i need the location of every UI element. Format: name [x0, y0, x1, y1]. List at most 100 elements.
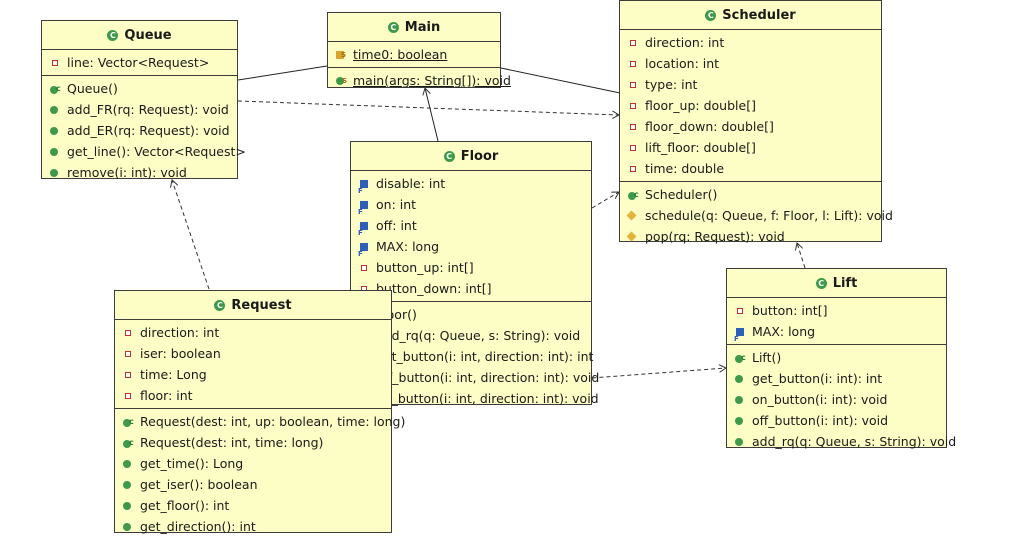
attribute-row: iser: boolean — [115, 343, 391, 364]
attribute-text: MAX: long — [376, 239, 440, 254]
static-method-icon — [334, 71, 348, 92]
final-field-icon — [357, 177, 371, 202]
method-text: Scheduler() — [645, 187, 718, 202]
attribute-row: time0: boolean — [328, 44, 500, 66]
method-text: Lift() — [752, 350, 782, 365]
method-row: Queue() — [42, 78, 237, 99]
method-row: on_button(i: int): void — [727, 389, 946, 410]
attribute-text: direction: int — [140, 325, 220, 340]
attribute-row: button_up: int[] — [351, 257, 591, 278]
private-field-icon — [626, 99, 640, 113]
attribute-text: off: int — [376, 218, 417, 233]
class-queue-header: C Queue — [42, 21, 237, 50]
method-row: add_rq(q: Queue, s: String): void — [351, 325, 591, 346]
constructor-icon — [121, 411, 135, 432]
public-method-icon — [733, 435, 747, 449]
public-method-icon — [121, 520, 135, 534]
method-text: off_button(i: int, direction: int): void — [376, 370, 600, 385]
public-method-icon — [48, 145, 62, 159]
private-field-icon — [121, 347, 135, 361]
final-field-icon — [733, 325, 747, 350]
private-field-icon — [626, 141, 640, 155]
static-field-icon — [334, 45, 348, 66]
attribute-text: floor: int — [140, 388, 193, 403]
attribute-text: lift_floor: double[] — [645, 140, 756, 155]
method-text: schedule(q: Queue, f: Floor, l: Lift): v… — [645, 208, 893, 223]
method-row: pop(rq: Request): void — [620, 226, 881, 247]
class-icon: C — [107, 29, 119, 41]
attribute-text: line: Vector<Request> — [67, 55, 210, 70]
class-request[interactable]: C Request direction: int iser: boolean t… — [114, 290, 405, 534]
attribute-row: floor_down: double[] — [620, 116, 881, 137]
class-floor-attributes: disable: int on: int off: int MAX: long … — [351, 171, 591, 302]
class-floor-name: Floor — [460, 148, 499, 164]
private-field-icon — [48, 56, 62, 70]
assoc-floor-main — [425, 88, 439, 142]
private-field-icon — [733, 304, 747, 318]
method-text: get_time(): Long — [140, 456, 244, 471]
private-field-icon — [626, 57, 640, 71]
class-request-methods: Request(dest: int, up: boolean, time: lo… — [115, 409, 405, 539]
attribute-text: type: int — [645, 77, 698, 92]
method-text: get_line(): Vector<Request> — [67, 144, 246, 159]
attribute-text: time: double — [645, 161, 725, 176]
attribute-row: time: Long — [115, 364, 391, 385]
attribute-row: location: int — [620, 53, 881, 74]
method-row: get_line(): Vector<Request> — [42, 141, 246, 162]
class-lift[interactable]: C Lift button: int[] MAX: long Lift() ge… — [726, 268, 956, 449]
attribute-text: button_down: int[] — [376, 281, 492, 296]
public-method-icon — [48, 166, 62, 180]
method-text: on_button(i: int, direction: int): void — [376, 391, 599, 406]
attribute-text: direction: int — [645, 35, 725, 50]
method-text: get_button(i: int): int — [752, 371, 883, 386]
class-lift-methods: Lift() get_button(i: int): int on_button… — [727, 345, 956, 454]
method-row: main(args: String[]): void — [328, 70, 511, 92]
attribute-text: time: Long — [140, 367, 207, 382]
method-row: get_button(i: int): int — [727, 368, 946, 389]
method-text: off_button(i: int): void — [752, 413, 889, 428]
class-icon: C — [443, 150, 455, 162]
class-floor[interactable]: C Floor disable: int on: int off: int MA… — [350, 141, 599, 406]
public-method-icon — [733, 414, 747, 428]
private-field-icon — [626, 120, 640, 134]
attribute-row: type: int — [620, 74, 881, 95]
assoc-queue-main — [237, 65, 328, 81]
method-text: add_FR(rq: Request): void — [67, 102, 229, 117]
public-method-icon — [733, 372, 747, 386]
public-method-icon — [121, 478, 135, 492]
method-text: get_floor(): int — [140, 498, 230, 513]
attribute-text: time0: boolean — [353, 47, 448, 62]
dep-request-queue — [172, 180, 210, 290]
attribute-row: MAX: long — [351, 236, 591, 265]
class-lift-attributes: button: int[] MAX: long — [727, 298, 946, 350]
protected-method-icon — [626, 230, 640, 244]
final-field-icon — [357, 240, 371, 265]
method-row: off_button(i: int): void — [727, 410, 946, 431]
attribute-row: floor_up: double[] — [620, 95, 881, 116]
attribute-row: floor: int — [115, 385, 391, 406]
method-text: Request(dest: int, time: long) — [140, 435, 324, 450]
method-text: remove(i: int): void — [67, 165, 187, 180]
final-field-icon — [357, 219, 371, 244]
attribute-text: disable: int — [376, 176, 446, 191]
private-field-icon — [121, 389, 135, 403]
private-field-icon — [626, 162, 640, 176]
attribute-row: off: int — [351, 215, 591, 244]
method-text: add_rq(q: Queue, s: String): void — [376, 328, 581, 343]
final-field-icon — [357, 198, 371, 223]
class-main[interactable]: C Main time0: boolean main(args: String[… — [327, 12, 511, 92]
method-text: Request(dest: int, up: boolean, time: lo… — [140, 414, 406, 429]
attribute-text: floor_down: double[] — [645, 119, 774, 134]
class-scheduler-methods: Scheduler() schedule(q: Queue, f: Floor,… — [620, 182, 893, 249]
class-scheduler-name: Scheduler — [722, 7, 796, 23]
constructor-icon — [626, 184, 640, 205]
private-field-icon — [357, 261, 371, 275]
attribute-row: button: int[] — [727, 300, 946, 321]
method-row: add_ER(rq: Request): void — [42, 120, 237, 141]
method-row: get_iser(): boolean — [115, 474, 391, 495]
class-icon: C — [214, 299, 226, 311]
public-method-icon — [48, 124, 62, 138]
class-scheduler[interactable]: C Scheduler direction: int location: int… — [619, 0, 893, 244]
class-queue[interactable]: C Queue line: Vector<Request> Queue() ad… — [41, 20, 246, 180]
attribute-text: button: int[] — [752, 303, 828, 318]
